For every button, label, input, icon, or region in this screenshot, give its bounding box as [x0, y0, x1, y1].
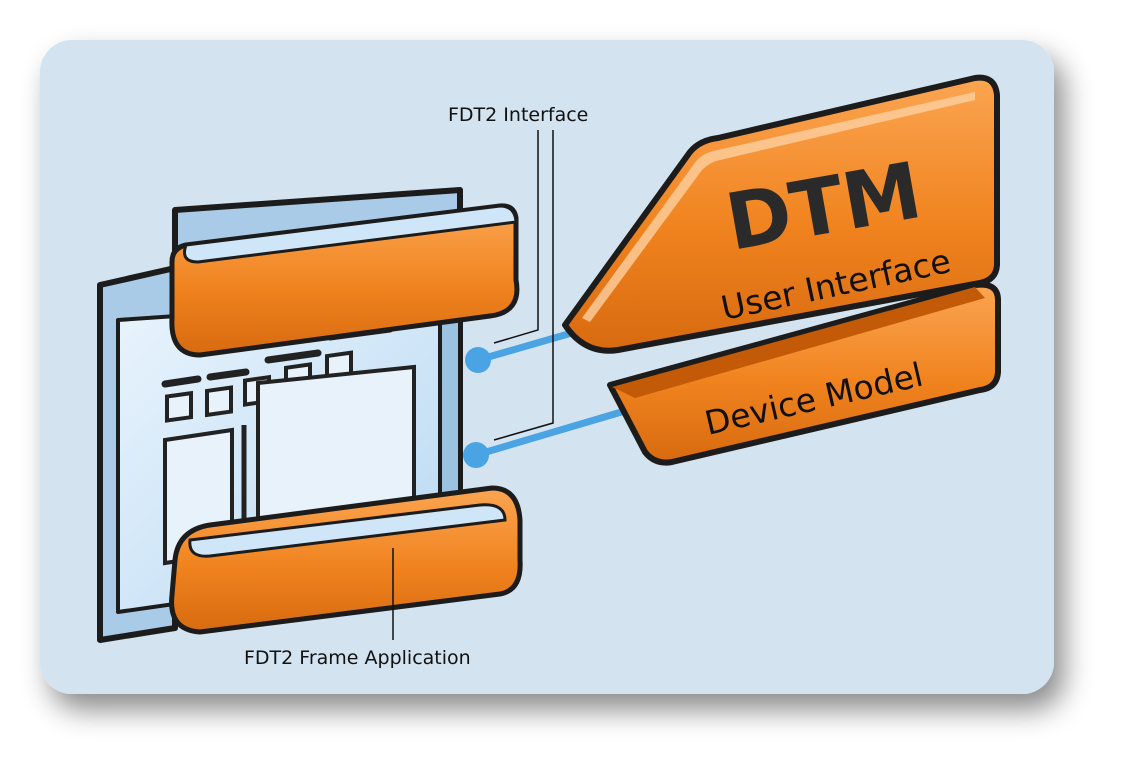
dtm-graphic: DTM User Interface Device Model [562, 74, 1001, 466]
dtm-device-model-block [607, 281, 1001, 466]
connector-node-top [465, 347, 491, 373]
interface-connectors [463, 326, 646, 468]
frame-application-label: FDT2 Frame Application [244, 647, 471, 669]
frame-application-graphic [97, 187, 523, 643]
dtm-user-interface-block [562, 74, 1000, 354]
fdt2-interface-label: FDT2 Interface [448, 104, 588, 126]
connector-user-interface [477, 326, 583, 364]
connector-device-model [475, 401, 646, 459]
connector-node-bottom [463, 442, 489, 468]
callout-leaders [392, 130, 554, 640]
